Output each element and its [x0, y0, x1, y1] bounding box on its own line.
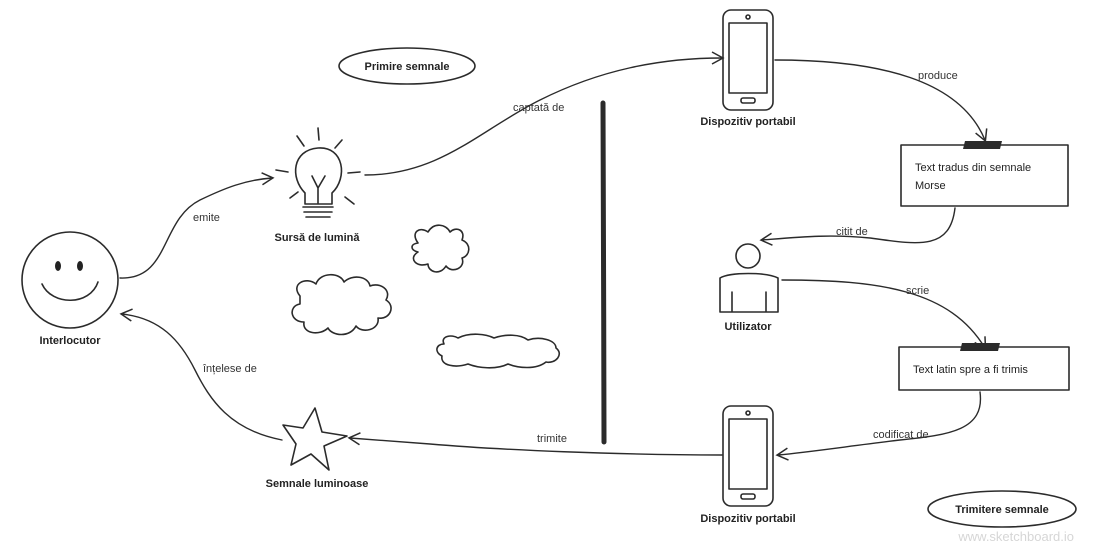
- tape-icon: [963, 141, 1002, 149]
- interlocutor-label: Interlocutor: [39, 335, 101, 347]
- latin-text-box: Text latin spre a fi trimis: [898, 343, 1070, 391]
- edge-light-to-device-top: [364, 51, 725, 176]
- receive-section-label: Primire semnale: [365, 61, 450, 73]
- send-section-label: Trimitere semnale: [955, 504, 1049, 516]
- edge-label-read-by: citit de: [836, 226, 868, 238]
- edge-signals-to-interlocutor: [119, 308, 283, 441]
- cloud-icon: [411, 224, 470, 273]
- edge-device-top-to-text: [774, 59, 988, 143]
- device-bottom-label: Dispozitiv portabil: [700, 513, 795, 525]
- edge-user-to-latin-text: [781, 279, 987, 351]
- smiley-face-icon: [21, 231, 119, 329]
- translated-text-line2: Morse: [915, 180, 946, 192]
- edge-label-understood-by: înțelese de: [202, 363, 257, 375]
- star-icon: [282, 407, 348, 471]
- cloud-icon: [436, 333, 561, 369]
- user-label: Utilizator: [724, 321, 772, 333]
- watermark: www.sketchboard.io: [957, 529, 1074, 544]
- edge-label-writes: scrie: [906, 285, 929, 297]
- send-section-badge: Trimitere semnale: [927, 490, 1077, 528]
- edge-label-produces: produce: [918, 70, 958, 82]
- edge-latin-text-to-device-bottom: [775, 391, 982, 461]
- light-source-label: Sursă de lumină: [275, 232, 361, 244]
- tape-icon: [960, 343, 1000, 351]
- latin-text-label: Text latin spre a fi trimis: [913, 364, 1028, 376]
- phone-icon: [722, 405, 774, 507]
- cloud-icon: [291, 273, 392, 336]
- device-top-label: Dispozitiv portabil: [700, 116, 795, 128]
- edge-label-encoded-by: codificat de: [873, 429, 929, 441]
- receive-section-badge: Primire semnale: [338, 47, 476, 85]
- edge-label-sends: trimite: [537, 433, 567, 445]
- edge-interlocutor-to-light: [119, 172, 275, 279]
- translated-text-box: Text tradus din semnale Morse: [900, 141, 1069, 207]
- translated-text-line1: Text tradus din semnale: [915, 162, 1031, 174]
- edge-label-emits: emite: [193, 212, 220, 224]
- user-icon: [719, 243, 779, 313]
- divider-bar: [600, 100, 607, 445]
- edge-device-bottom-to-signals: [347, 432, 723, 456]
- light-bulb-icon: [275, 127, 361, 218]
- light-signals-label: Semnale luminoase: [266, 478, 369, 490]
- phone-icon: [722, 9, 774, 111]
- edge-text-to-user: [759, 207, 956, 246]
- edge-label-captured-by: captată de: [513, 102, 564, 114]
